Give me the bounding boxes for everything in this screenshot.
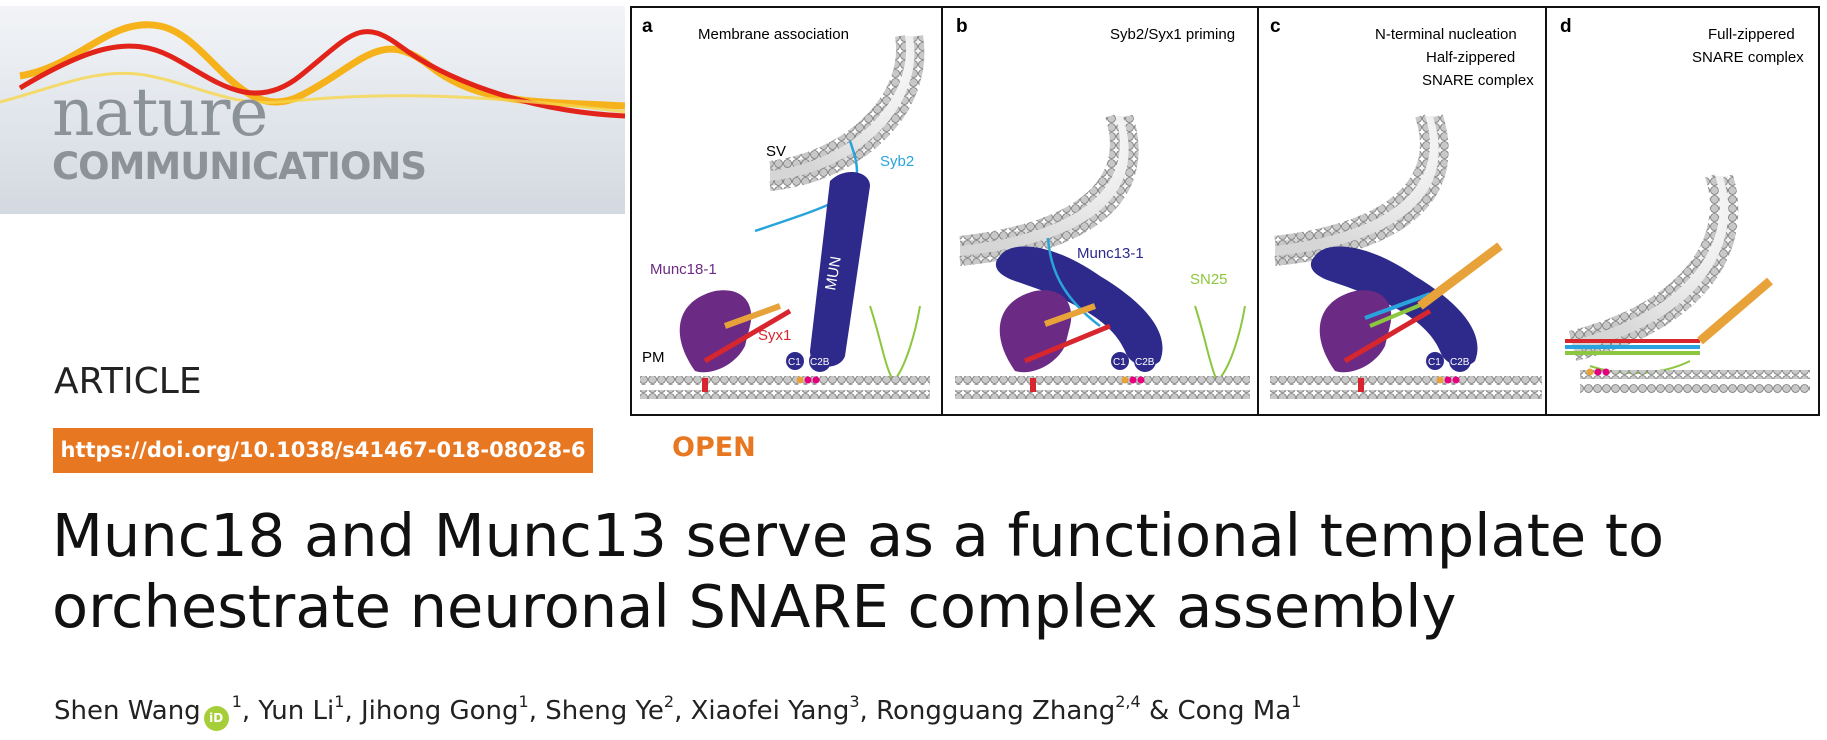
author-affiliation: 1 [518,692,529,711]
author-name[interactable]: Xiaofei Yang [690,696,850,726]
graphical-abstract-figure: a Membrane association SV Syb2 MUN C1 C2… [630,6,1820,416]
logo-waves [0,21,625,119]
syx1-label: Syx1 [758,327,791,344]
author-affiliation: 2,4 [1115,692,1141,711]
sv-label: SV [766,143,786,160]
panel-d-title-line2: SNARE complex [1692,49,1804,66]
panel-c-title-line3: SNARE complex [1422,72,1534,89]
panel-a-title: Membrane association [698,26,849,43]
panel-d-letter: d [1560,16,1572,37]
author-affiliation: 3 [849,692,860,711]
author-name[interactable]: Cong Ma [1177,696,1292,726]
author-affiliation: 1 [1291,692,1302,711]
logo-communications-text: COMMUNICATIONS [52,145,427,188]
author-name[interactable]: Sheng Ye [545,696,664,726]
author-affiliation: 1 [231,692,242,711]
plasma-membrane [640,376,930,385]
panel-c-title-line2: Half-zippered [1426,49,1515,66]
panel-a: a Membrane association SV Syb2 MUN C1 C2… [640,16,930,399]
panel-d: d Full-zippered SNARE complex [1560,16,1810,393]
orange-helix-bundle [1417,242,1503,310]
munc18-protein [679,290,752,373]
author-affiliation: 2 [663,692,675,711]
c2b-label-c: C2B [1450,357,1470,368]
author-name[interactable]: Shen Wang [54,696,201,726]
syx1-helix [703,308,792,364]
pm-label: PM [642,349,665,366]
plasma-membrane-b [955,376,1250,385]
munc18-label: Munc18-1 [650,261,717,278]
panel-b-title: Syb2/Syx1 priming [1110,26,1235,43]
panel-c-letter: c [1270,16,1281,37]
sn25-strand [869,305,921,379]
panel-d-title-line1: Full-zippered [1708,26,1795,43]
panel-b: b Syb2/Syx1 priming Munc13-1 C1 C2B SN25 [955,16,1250,399]
mun-domain [810,171,870,367]
author-name[interactable]: Jihong Gong [360,696,519,726]
munc18-protein-c [1319,290,1392,373]
plasma-membrane-d [1580,370,1810,379]
logo-nature-text: nature [52,74,268,151]
author-affiliation: 1 [334,692,345,711]
sn25-label: SN25 [1190,271,1228,288]
c1-label-b: C1 [1113,357,1126,368]
author-name[interactable]: Yun Li [258,696,335,726]
journal-logo: nature COMMUNICATIONS [0,6,625,214]
plasma-membrane-c [1270,376,1542,385]
sn25-strand-b [1194,305,1246,379]
syb2-label: Syb2 [880,153,914,170]
munc13-label: Munc13-1 [1077,245,1144,262]
article-type: ARTICLE [54,361,202,402]
panel-c: c N-terminal nucleation Half-zippered SN… [1270,16,1542,399]
c1-label-c: C1 [1428,357,1441,368]
article-title: Munc18 and Munc13 serve as a functional … [52,501,1665,641]
orcid-icon[interactable]: iD [203,706,229,731]
author-name[interactable]: Rongguang Zhang [876,696,1116,726]
open-access-badge: OPEN [672,432,756,463]
c2b-label-b: C2B [1135,357,1155,368]
c2b-label: C2B [810,357,830,368]
c1-label: C1 [788,357,801,368]
mun-label: MUN [822,255,845,292]
panel-a-letter: a [642,16,653,37]
doi-link[interactable]: https://doi.org/10.1038/s41467-018-08028… [53,428,593,473]
panel-b-letter: b [956,16,968,37]
panel-c-title-line1: N-terminal nucleation [1375,26,1517,43]
